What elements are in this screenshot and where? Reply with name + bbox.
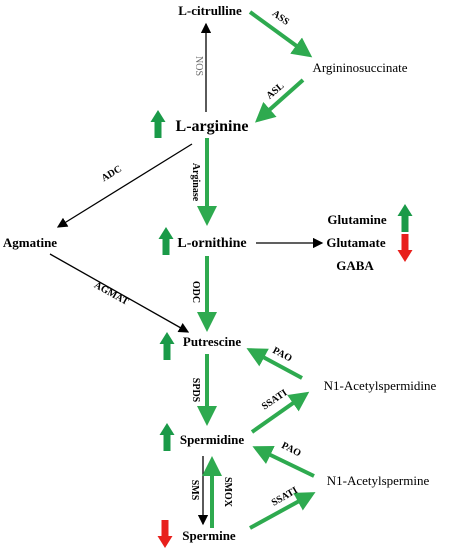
metabolite-spermine: Spermine xyxy=(182,528,236,543)
metabolite-l-citrulline: L-citrulline xyxy=(178,3,242,18)
enzyme-adc: ADC xyxy=(100,164,124,185)
arrow-acetylspermine-to-spermidine xyxy=(252,445,315,478)
metabolite-n1-acetylspermidine: N1-Acetylspermidine xyxy=(324,378,437,393)
metabolite-glutamine: Glutamine xyxy=(327,212,386,227)
arrow-acetylspermidine-to-putrescine xyxy=(246,348,303,380)
metabolite-l-arginine: L-arginine xyxy=(176,118,249,135)
decrease-arrow-icon-spermine xyxy=(157,520,173,548)
arrow-agmatine-to-putrescine xyxy=(49,253,190,333)
metabolite-gaba: GABA xyxy=(336,258,374,273)
enzyme-ass: ASS xyxy=(270,8,292,28)
increase-arrow-icon-glutamine xyxy=(397,204,413,232)
enzyme-agmat: AGMAT xyxy=(92,280,130,308)
arrow-argininosuccinate-to-arginine xyxy=(255,78,305,123)
metabolite-putrescine: Putrescine xyxy=(183,334,241,349)
enzyme-sms: SMS xyxy=(189,480,200,501)
increase-arrow-icon-spermidine xyxy=(159,423,175,451)
metabolite-agmatine: Agmatine xyxy=(3,235,57,250)
metabolite-spermidine: Spermidine xyxy=(180,432,245,447)
enzyme-pao-2: PAO xyxy=(280,440,303,459)
enzyme-nos: NOS xyxy=(193,56,204,76)
enzyme-smox: SMOX xyxy=(222,477,233,508)
metabolite-glutamate: Glutamate xyxy=(326,235,385,250)
enzyme-spds: SPDS xyxy=(190,378,201,403)
change-indicators xyxy=(150,110,413,548)
arrow-citrulline-to-argininosuccinate xyxy=(248,10,313,58)
metabolite-l-ornithine: L-ornithine xyxy=(177,236,246,251)
metabolite-argininosuccinate: Argininosuccinate xyxy=(312,60,407,75)
metabolite-n1-acetylspermine: N1-Acetylspermine xyxy=(327,473,430,488)
enzyme-arginase: Arginase xyxy=(190,163,201,202)
arrow-spermine-to-acetylspermine xyxy=(249,492,316,530)
decrease-arrow-icon-glutamate xyxy=(397,234,413,262)
arrow-spermidine-to-acetylspermidine xyxy=(250,391,310,434)
enzyme-odc: ODC xyxy=(190,281,201,303)
increase-arrow-icon-l-ornithine xyxy=(158,227,174,255)
increase-arrow-icon-l-arginine xyxy=(150,110,166,138)
increase-arrow-icon-putrescine xyxy=(159,332,175,360)
arrow-arginine-to-agmatine xyxy=(56,143,193,228)
